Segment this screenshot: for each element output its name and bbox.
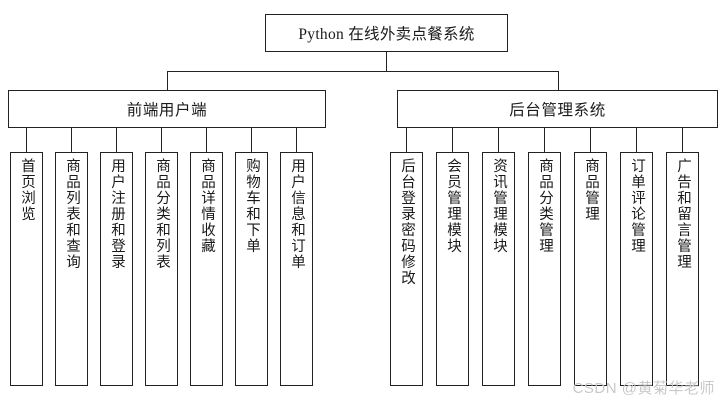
leaf-label: 购物车和下单 xyxy=(244,158,261,254)
connector-leaf-right-7 xyxy=(682,128,683,152)
leaf-node-product-list-search: 商品列表和查询 xyxy=(55,152,88,386)
leaf-node-product-category-management: 商品分类管理 xyxy=(528,152,561,386)
connector-leaf-right-3 xyxy=(498,128,499,152)
branch-left-label: 前端用户端 xyxy=(126,102,208,119)
root-node-system-title: Python 在线外卖点餐系统 xyxy=(265,14,508,52)
leaf-label: 商品管理 xyxy=(583,158,600,222)
connector-leaf-left-4 xyxy=(161,128,162,152)
connector-leaf-left-7 xyxy=(296,128,297,152)
leaf-node-user-info-and-orders: 用户信息和订单 xyxy=(280,152,313,386)
connector-leaf-left-5 xyxy=(206,128,207,152)
root-node-label: Python 在线外卖点餐系统 xyxy=(298,26,475,43)
connector-leaf-right-6 xyxy=(636,128,637,152)
leaf-label: 广告和留言管理 xyxy=(675,158,692,270)
connector-root-stem xyxy=(386,52,387,71)
branch-node-admin-system: 后台管理系统 xyxy=(397,90,718,128)
leaf-label: 资讯管理模块 xyxy=(491,158,508,254)
leaf-label: 商品分类和列表 xyxy=(154,158,171,270)
leaf-label: 商品分类管理 xyxy=(537,158,554,254)
connector-branch-left-drop xyxy=(167,71,168,90)
branch-right-label: 后台管理系统 xyxy=(509,102,606,119)
leaf-node-news-management: 资讯管理模块 xyxy=(482,152,515,386)
connector-leaf-left-1 xyxy=(26,128,27,152)
connector-leaf-right-4 xyxy=(544,128,545,152)
leaf-node-admin-login-password: 后台登录密码修改 xyxy=(390,152,423,386)
leaf-node-product-detail-favorite: 商品详情收藏 xyxy=(190,152,223,386)
connector-leaf-right-1 xyxy=(406,128,407,152)
leaf-node-product-management: 商品管理 xyxy=(574,152,607,386)
connector-leaf-right-5 xyxy=(590,128,591,152)
leaf-node-user-register-login: 用户注册和登录 xyxy=(100,152,133,386)
leaf-label: 用户信息和订单 xyxy=(289,158,306,270)
leaf-node-member-management: 会员管理模块 xyxy=(436,152,469,386)
leaf-label: 商品详情收藏 xyxy=(199,158,216,254)
connector-leaf-left-3 xyxy=(116,128,117,152)
connector-leaf-right-2 xyxy=(452,128,453,152)
leaf-label: 用户注册和登录 xyxy=(109,158,126,270)
leaf-node-ad-and-message-management: 广告和留言管理 xyxy=(666,152,699,386)
leaf-label: 首页浏览 xyxy=(19,158,36,222)
leaf-label: 后台登录密码修改 xyxy=(399,158,416,286)
connector-branch-right-drop xyxy=(558,71,559,90)
connector-leaf-left-6 xyxy=(251,128,252,152)
leaf-label: 商品列表和查询 xyxy=(64,158,81,270)
leaf-label: 会员管理模块 xyxy=(445,158,462,254)
leaf-node-cart-and-order: 购物车和下单 xyxy=(235,152,268,386)
leaf-node-home-browse: 首页浏览 xyxy=(10,152,43,386)
connector-leaf-left-2 xyxy=(71,128,72,152)
leaf-node-order-comment-management: 订单评论管理 xyxy=(620,152,653,386)
connector-level1-bus xyxy=(167,71,558,72)
leaf-node-product-category-list: 商品分类和列表 xyxy=(145,152,178,386)
branch-node-frontend-client: 前端用户端 xyxy=(8,90,326,128)
leaf-label: 订单评论管理 xyxy=(629,158,646,254)
